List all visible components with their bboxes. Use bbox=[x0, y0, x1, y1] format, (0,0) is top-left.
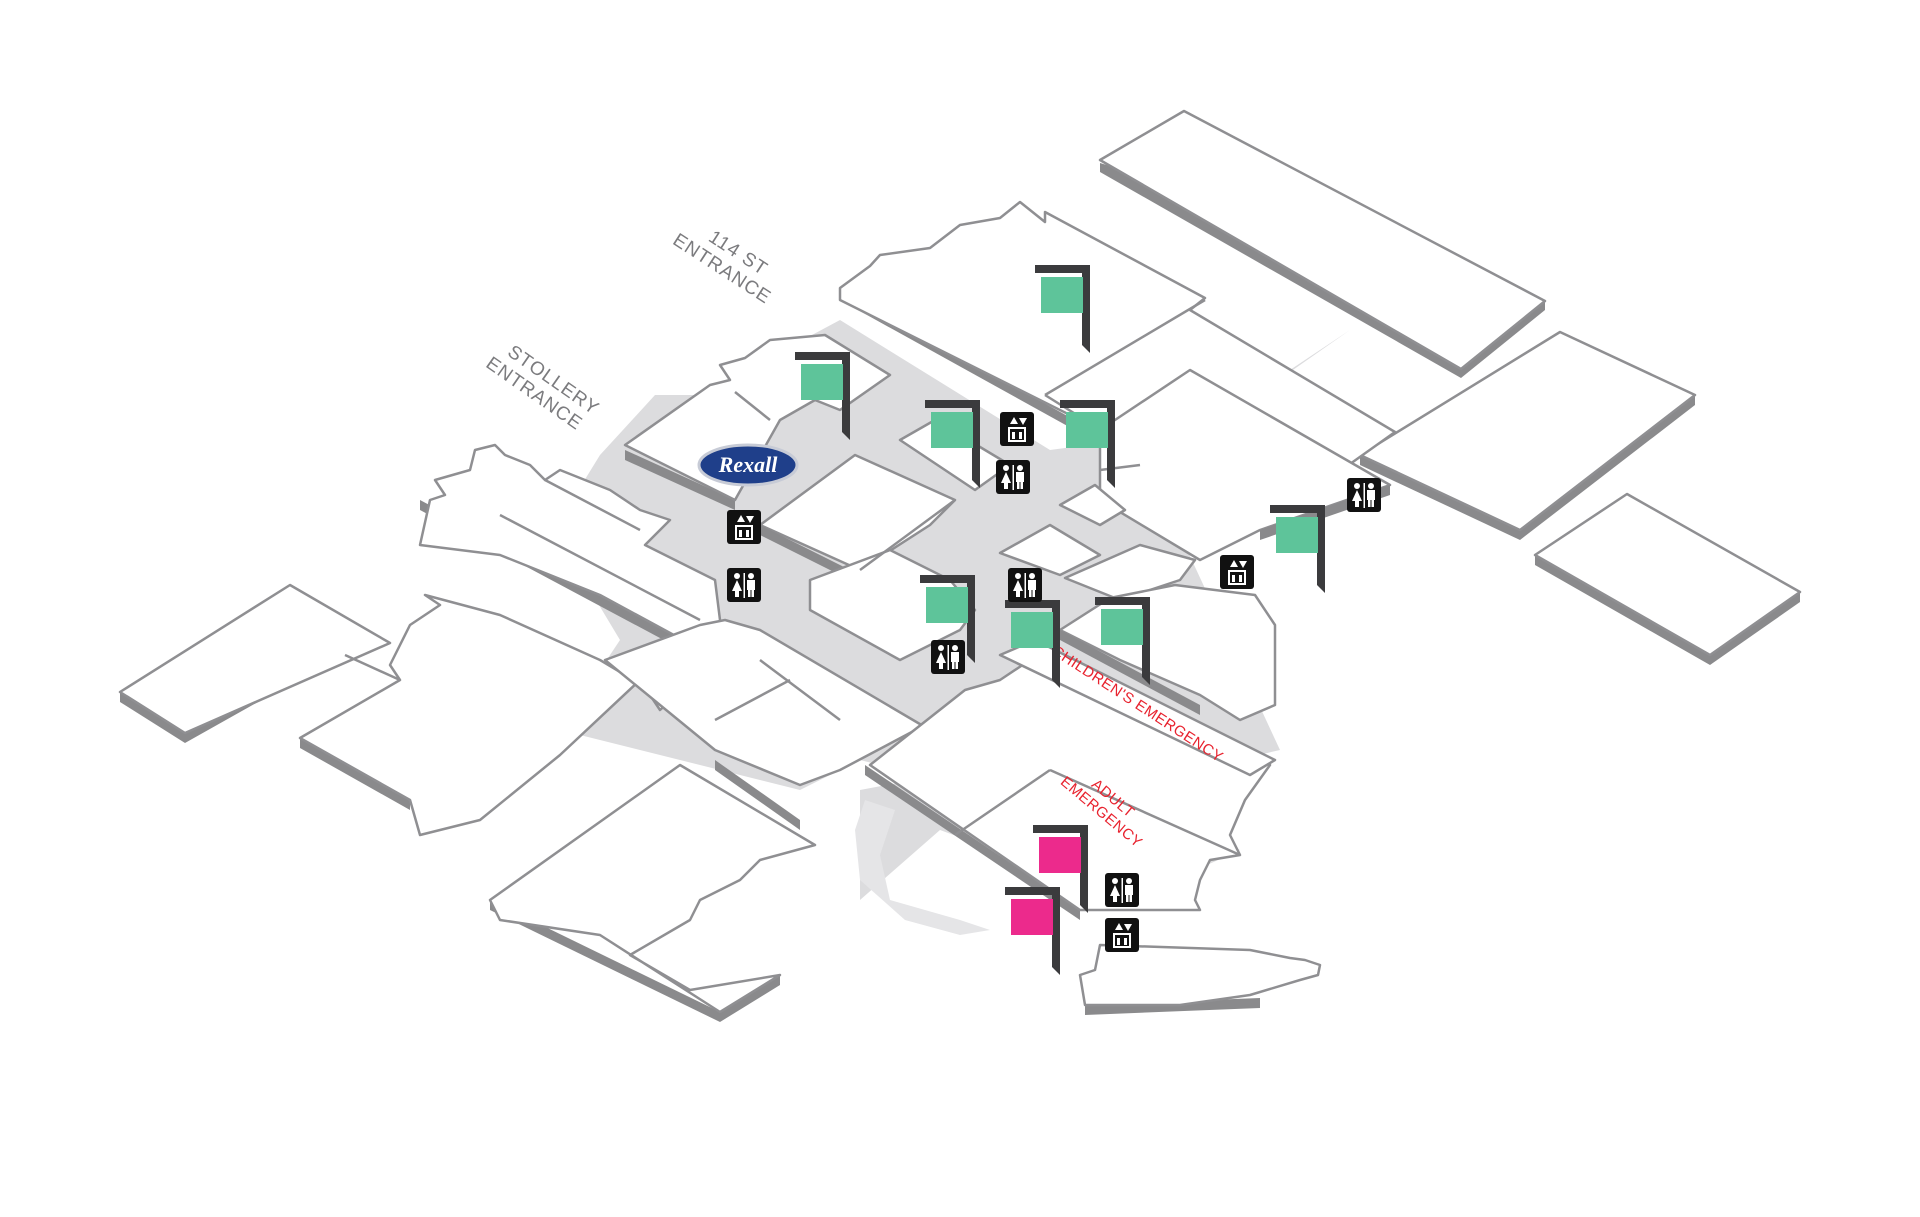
building-block bbox=[488, 763, 817, 1022]
pink-flag-marker[interactable] bbox=[1005, 887, 1060, 975]
rexall-logo[interactable]: Rexall bbox=[697, 443, 799, 487]
pink-flag-markers bbox=[1005, 825, 1088, 975]
green-flag-marker[interactable] bbox=[1035, 265, 1090, 353]
washroom-icon[interactable] bbox=[1105, 873, 1139, 907]
green-flag-marker[interactable] bbox=[1005, 600, 1060, 688]
rexall-logo-text: Rexall bbox=[718, 452, 779, 477]
elevator-icon[interactable] bbox=[1000, 412, 1034, 446]
green-flag-marker[interactable] bbox=[1095, 597, 1150, 685]
washroom-icon[interactable] bbox=[727, 568, 761, 602]
building-block bbox=[1533, 492, 1802, 665]
building-block bbox=[418, 443, 722, 670]
elevator-icon[interactable] bbox=[1220, 555, 1254, 589]
building-block bbox=[1078, 943, 1322, 1015]
elevator-icon[interactable] bbox=[1105, 918, 1139, 952]
green-flag-marker[interactable] bbox=[920, 575, 975, 663]
green-flag-markers bbox=[795, 265, 1325, 688]
buildings bbox=[118, 109, 1802, 1022]
elevator-icons bbox=[727, 412, 1254, 952]
green-flag-marker[interactable] bbox=[1270, 505, 1325, 593]
washroom-icon[interactable] bbox=[1347, 478, 1381, 512]
green-flag-marker[interactable] bbox=[795, 352, 850, 440]
building-block bbox=[1098, 109, 1547, 378]
pink-flag-marker[interactable] bbox=[1033, 825, 1088, 913]
washroom-icon[interactable] bbox=[996, 460, 1030, 494]
building-block bbox=[1358, 330, 1697, 540]
building-block bbox=[855, 800, 990, 935]
washroom-icon[interactable] bbox=[1008, 568, 1042, 602]
entrance-114-street-label: 114 ST ENTRANCE bbox=[669, 227, 775, 309]
entrance-stollery-label: STOLLERY ENTRANCE bbox=[482, 341, 603, 434]
green-flag-marker[interactable] bbox=[1060, 400, 1115, 488]
elevator-icon[interactable] bbox=[727, 510, 761, 544]
building-block bbox=[118, 583, 392, 743]
green-flag-marker[interactable] bbox=[925, 400, 980, 488]
washroom-icons bbox=[727, 460, 1381, 907]
washroom-icon[interactable] bbox=[931, 640, 965, 674]
